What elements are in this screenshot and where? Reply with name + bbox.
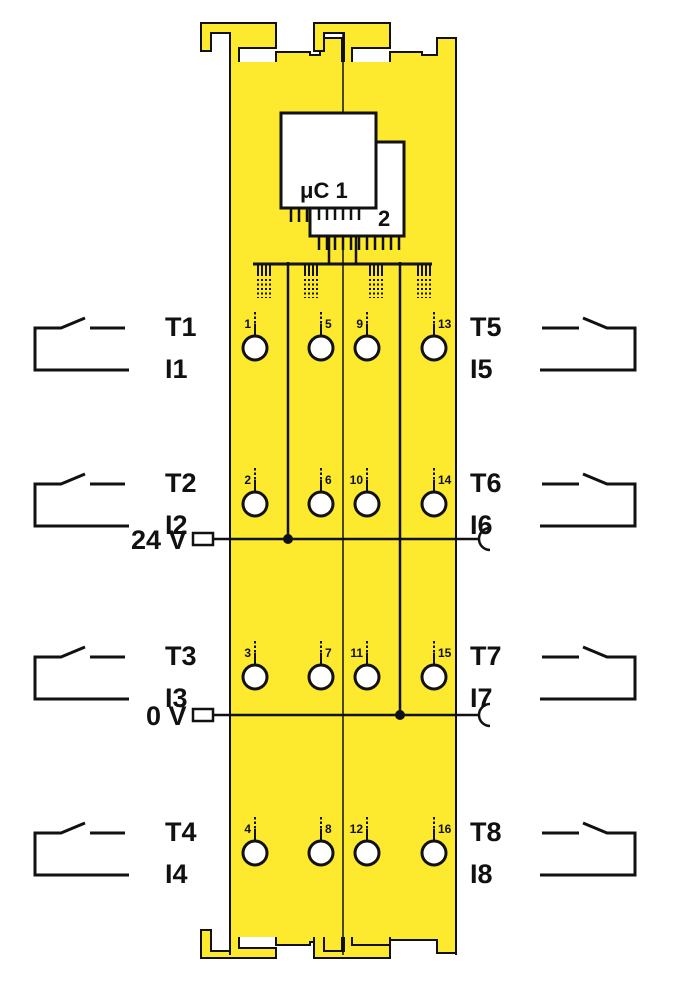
terminal-number: 14 — [438, 473, 452, 487]
terminal-clamp-icon[interactable] — [420, 663, 448, 691]
supply-0v-socket-icon — [477, 702, 491, 728]
terminal-5[interactable]: 5 — [307, 312, 335, 362]
terminal-number: 15 — [438, 646, 452, 660]
terminal-7[interactable]: 7 — [307, 641, 335, 691]
terminal-10[interactable]: 10 — [350, 468, 381, 518]
terminal-number: 11 — [350, 646, 363, 660]
supply-24v-label: 24 V — [131, 525, 187, 555]
terminal-number: 16 — [438, 822, 452, 836]
terminal-clamp-icon[interactable] — [353, 490, 381, 518]
microcontroller-pins — [289, 208, 401, 250]
power-rail-0v: 0 V — [146, 701, 491, 731]
supply-24v-socket-icon — [477, 526, 491, 552]
switch-contact-icon — [540, 472, 637, 528]
input-label: I7 — [470, 683, 493, 713]
input-label: I4 — [165, 859, 188, 889]
input-label: I6 — [470, 510, 493, 540]
input-label: I5 — [470, 354, 493, 384]
supply-24v-plug-icon — [191, 531, 215, 547]
input-label: I8 — [470, 859, 493, 889]
terminal-number: 13 — [438, 317, 452, 331]
terminal-1[interactable]: 1 — [241, 312, 269, 362]
terminal-clamp-icon[interactable] — [241, 663, 269, 691]
terminal-number: 5 — [325, 317, 332, 331]
terminal-13[interactable]: 13 — [420, 312, 452, 362]
test-output-label: T7 — [470, 641, 502, 671]
terminal-number: 4 — [244, 822, 251, 836]
supply-0v-label: 0 V — [146, 701, 187, 731]
test-output-label: T2 — [165, 468, 197, 498]
terminal-6[interactable]: 6 — [307, 468, 335, 518]
terminal-2[interactable]: 2 — [241, 468, 269, 518]
power-rail-24v: 24 V — [131, 525, 491, 555]
test-output-label: T5 — [470, 312, 502, 342]
terminal-number: 10 — [350, 473, 364, 487]
terminal-12[interactable]: 12 — [350, 817, 381, 867]
terminal-clamp-icon[interactable] — [420, 839, 448, 867]
test-output-label: T3 — [165, 641, 197, 671]
input-label: I1 — [165, 354, 188, 384]
terminal-clamp-icon[interactable] — [307, 663, 335, 691]
terminal-clamp-icon[interactable] — [353, 839, 381, 867]
terminal-11[interactable]: 11 — [350, 641, 381, 691]
microcontroller-1-label: μC 1 — [300, 178, 348, 203]
terminal-clamp-icon[interactable] — [241, 334, 269, 362]
switch-contact-icon — [540, 821, 637, 877]
terminal-9[interactable]: 9 — [353, 312, 381, 362]
terminal-clamp-icon[interactable] — [307, 334, 335, 362]
terminal-14[interactable]: 14 — [420, 468, 452, 518]
test-output-label: T8 — [470, 817, 502, 847]
switch-contact-icon — [540, 645, 637, 701]
microcontroller-2-label: 2 — [378, 206, 390, 231]
test-output-label: T6 — [470, 468, 502, 498]
input-label: I2 — [165, 510, 188, 540]
internal-bus — [253, 236, 432, 298]
switch-contact-icon — [33, 645, 129, 701]
test-output-label: T1 — [165, 312, 197, 342]
terminal-number: 7 — [325, 646, 332, 660]
terminal-clamp-icon[interactable] — [307, 490, 335, 518]
terminal-clamp-icon[interactable] — [420, 334, 448, 362]
terminal-clamp-icon[interactable] — [241, 839, 269, 867]
terminal-15[interactable]: 15 — [420, 641, 452, 691]
switch-contact-icon — [33, 821, 129, 877]
terminal-clamp-icon[interactable] — [307, 839, 335, 867]
terminal-8[interactable]: 8 — [307, 817, 335, 867]
microcontroller-1 — [279, 111, 378, 210]
switch-contact-icon — [33, 472, 129, 528]
supply-0v-plug-icon — [191, 707, 215, 723]
terminal-number: 8 — [325, 822, 332, 836]
terminal-number: 1 — [244, 317, 251, 331]
terminal-clamp-icon[interactable] — [420, 490, 448, 518]
terminal-3[interactable]: 3 — [241, 641, 269, 691]
terminal-4[interactable]: 4 — [241, 817, 269, 867]
switch-contact-icon — [33, 316, 129, 372]
switch-contact-icon — [540, 316, 637, 372]
terminal-number: 3 — [244, 646, 251, 660]
terminal-clamp-icon[interactable] — [353, 334, 381, 362]
terminal-16[interactable]: 16 — [420, 817, 452, 867]
test-output-label: T4 — [165, 817, 197, 847]
terminal-clamp-icon[interactable] — [241, 490, 269, 518]
terminal-number: 9 — [356, 317, 363, 331]
input-label: I3 — [165, 683, 188, 713]
terminal-number: 12 — [350, 822, 364, 836]
terminal-clamp-icon[interactable] — [353, 663, 381, 691]
terminal-number: 6 — [325, 473, 332, 487]
terminal-number: 2 — [244, 473, 251, 487]
